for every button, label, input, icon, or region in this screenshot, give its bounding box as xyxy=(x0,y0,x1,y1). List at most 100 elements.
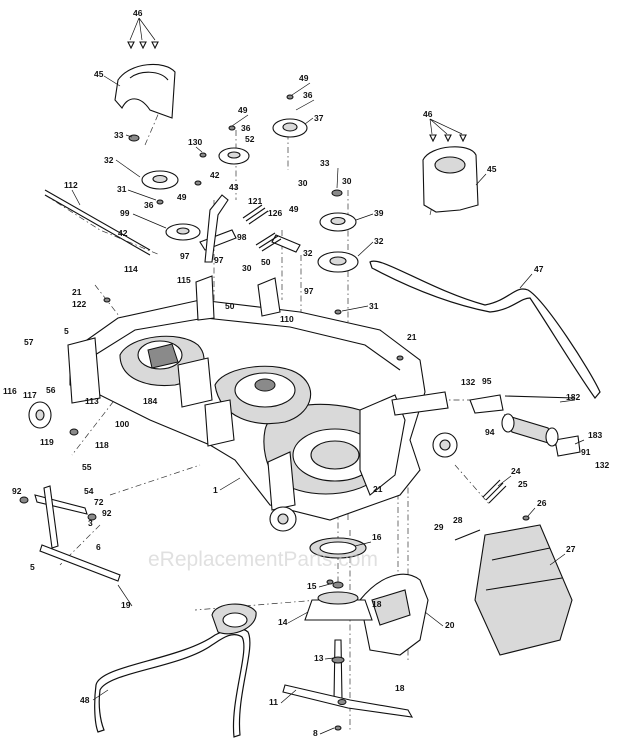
callout-39: 39 xyxy=(374,208,384,218)
callout-130: 130 xyxy=(188,137,202,147)
callout-42: 42 xyxy=(210,170,220,180)
callout-27: 27 xyxy=(566,544,576,554)
callout-47: 47 xyxy=(534,264,544,274)
callout-30: 30 xyxy=(342,176,352,186)
callout-24: 24 xyxy=(511,466,521,476)
anti-scalp-roller xyxy=(501,413,559,447)
callout-92: 92 xyxy=(102,508,112,518)
callout-31: 31 xyxy=(369,301,379,311)
callout-33: 33 xyxy=(320,158,330,168)
callout-122: 122 xyxy=(72,299,86,309)
callout-45: 45 xyxy=(487,164,497,174)
callout-1: 1 xyxy=(213,485,218,495)
callout-121: 121 xyxy=(248,196,262,206)
callout-119: 119 xyxy=(40,437,54,447)
callout-52: 52 xyxy=(245,134,255,144)
callout-43: 43 xyxy=(229,182,239,192)
callout-6: 6 xyxy=(96,542,101,552)
spindle-assembly xyxy=(304,537,373,701)
callout-95: 95 xyxy=(482,376,492,386)
callout-36: 36 xyxy=(144,200,154,210)
callout-45: 45 xyxy=(94,69,104,79)
mower-blade xyxy=(282,684,414,718)
callout-33: 33 xyxy=(114,130,124,140)
callout-13: 13 xyxy=(314,653,324,663)
callout-91: 91 xyxy=(581,447,591,457)
callout-5: 5 xyxy=(30,562,35,572)
callout-36: 36 xyxy=(303,90,313,100)
callout-182: 182 xyxy=(566,392,580,402)
callout-5: 5 xyxy=(64,326,69,336)
callout-49: 49 xyxy=(238,105,248,115)
callout-30: 30 xyxy=(298,178,308,188)
callout-18: 18 xyxy=(372,599,382,609)
callout-21: 21 xyxy=(373,484,383,494)
callout-57: 57 xyxy=(24,337,34,347)
callout-132: 132 xyxy=(595,460,609,470)
callout-115: 115 xyxy=(177,275,191,285)
callout-116: 116 xyxy=(3,386,17,396)
deflector-bracket xyxy=(359,573,429,656)
callout-50: 50 xyxy=(225,301,235,311)
callout-98: 98 xyxy=(237,232,247,242)
callout-110: 110 xyxy=(280,314,294,324)
callout-30: 30 xyxy=(242,263,252,273)
callout-8: 8 xyxy=(313,728,318,738)
belt-cover-right xyxy=(422,146,479,213)
callout-15: 15 xyxy=(307,581,317,591)
idler-arms xyxy=(195,194,507,504)
callout-54: 54 xyxy=(84,486,94,496)
callout-46: 46 xyxy=(133,8,143,18)
pulleys xyxy=(128,118,359,315)
callout-26: 26 xyxy=(537,498,547,508)
callout-29: 29 xyxy=(434,522,444,532)
callout-118: 118 xyxy=(95,440,109,450)
rods-and-brackets xyxy=(34,189,581,582)
callout-114: 114 xyxy=(124,264,138,274)
callout-31: 31 xyxy=(117,184,127,194)
mower-deck-housing xyxy=(67,299,449,521)
callout-100: 100 xyxy=(115,419,129,429)
callout-20: 20 xyxy=(445,620,455,630)
callout-49: 49 xyxy=(289,204,299,214)
callout-21: 21 xyxy=(72,287,82,297)
callout-94: 94 xyxy=(485,427,495,437)
callout-32: 32 xyxy=(104,155,114,165)
callout-92: 92 xyxy=(12,486,22,496)
watermark: eReplacementParts.com xyxy=(148,548,378,571)
callout-32: 32 xyxy=(303,248,313,258)
callout-16: 16 xyxy=(372,532,382,542)
callout-49: 49 xyxy=(177,192,187,202)
callout-21: 21 xyxy=(407,332,417,342)
callout-112: 112 xyxy=(64,180,78,190)
callout-25: 25 xyxy=(518,479,528,489)
callout-28: 28 xyxy=(453,515,463,525)
callout-97: 97 xyxy=(214,255,224,265)
callout-48: 48 xyxy=(80,695,90,705)
callout-183: 183 xyxy=(588,430,602,440)
callout-50: 50 xyxy=(261,257,271,267)
deck-wheels xyxy=(28,401,458,532)
drive-belts xyxy=(94,260,601,738)
callout-37: 37 xyxy=(314,113,324,123)
callout-18: 18 xyxy=(395,683,405,693)
callout-42: 42 xyxy=(118,228,128,238)
callout-11: 11 xyxy=(269,697,278,707)
callout-3: 3 xyxy=(88,518,93,528)
callout-32: 32 xyxy=(374,236,384,246)
callout-56: 56 xyxy=(46,385,56,395)
callout-184: 184 xyxy=(143,396,157,406)
callout-19: 19 xyxy=(121,600,131,610)
part-callouts: 46 45 33 32 31 112 36 99 42 49 130 42 43… xyxy=(3,8,609,738)
callout-99: 99 xyxy=(120,208,130,218)
callout-36: 36 xyxy=(241,123,251,133)
callout-117: 117 xyxy=(23,390,37,400)
callout-14: 14 xyxy=(278,617,288,627)
callout-126: 126 xyxy=(268,208,282,218)
callout-97: 97 xyxy=(304,286,314,296)
callout-leaders xyxy=(71,17,585,735)
callout-132: 132 xyxy=(461,377,475,387)
callout-113: 113 xyxy=(85,396,99,406)
callout-55: 55 xyxy=(82,462,92,472)
